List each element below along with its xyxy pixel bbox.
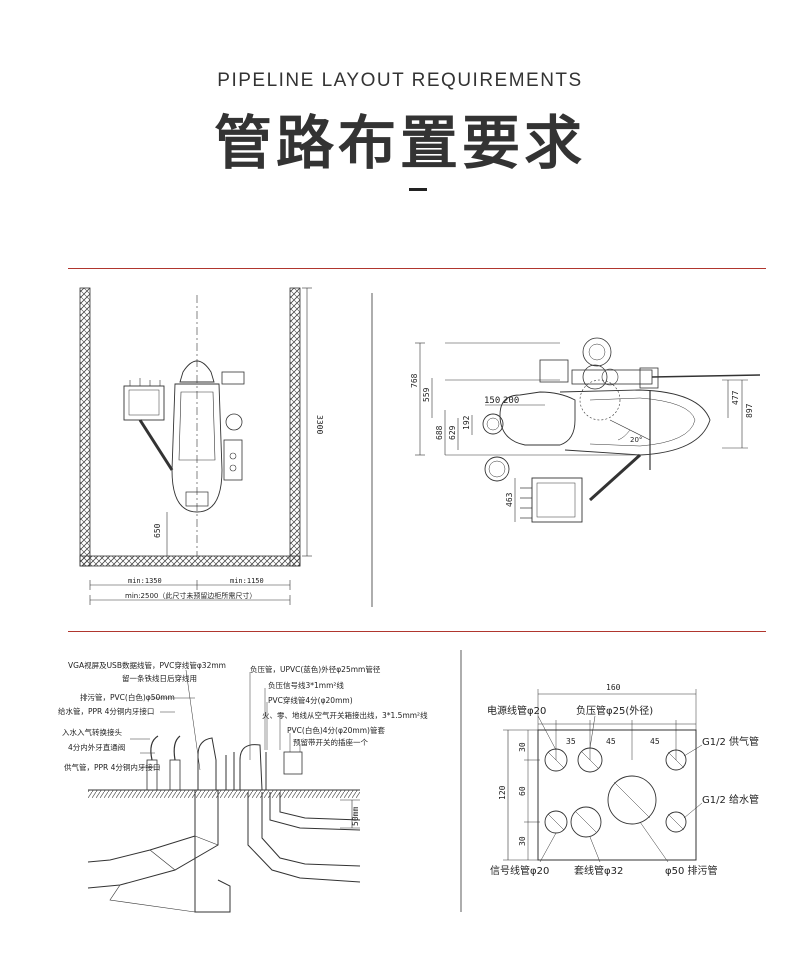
pipe-label-water: 给水管，PPR 4分铜内牙接口 [58, 706, 154, 716]
pipe-label-sleeve: PVC(白色)4分(φ20mm)管套 [287, 725, 385, 735]
pipe-label-vga: VGA视屏及USB数据线管，PVC穿线管φ32mm [68, 660, 226, 670]
box-label-sleeve: 套线管φ32 [574, 864, 623, 877]
room-dim-min-left: min:1350 [128, 577, 162, 585]
pipe-label-drain: 排污管，PVC(白色)φ50mm [80, 692, 175, 702]
box-dim-45b: 45 [650, 737, 660, 746]
box-label-drain: φ50 排污管 [665, 864, 718, 877]
pipe-label-signal: 负压信号线3*1mm²线 [268, 680, 344, 690]
box-dim-160: 160 [606, 683, 621, 692]
box-label-power: 电源线管φ20 [487, 704, 546, 717]
chair-dim-477: 477 [731, 390, 740, 405]
room-dim-3300: 3300 [315, 415, 324, 434]
pipe-dim-50mm: 50mm [351, 807, 360, 826]
chair-plan-drawing [415, 337, 761, 523]
top-divider [68, 268, 766, 269]
box-dim-120: 120 [498, 785, 507, 800]
chair-angle: 20° [630, 436, 642, 444]
title-dash [409, 188, 427, 191]
box-dim-30: 30 [518, 742, 527, 752]
box-label-water: G1/2 给水管 [702, 793, 759, 806]
chair-dim-150: 150 [484, 396, 500, 406]
pipe-section-drawing [87, 669, 361, 913]
box-dim-45a: 45 [606, 737, 616, 746]
pipe-label-power: 火、零、地线从空气开关箱接出线，3*1.5mm²线 [262, 710, 428, 720]
chair-dim-768: 768 [410, 373, 419, 388]
box-dim-30b: 30 [518, 836, 527, 846]
pipe-label-conduit: PVC穿线管4分(φ20mm) [268, 695, 353, 705]
pipe-label-socket: 预留带开关的插座一个 [293, 737, 368, 747]
floor-box-drawing [503, 689, 703, 863]
room-dim-min-right: min:1150 [230, 577, 264, 585]
box-dim-35: 35 [566, 737, 576, 746]
box-label-signal: 信号线管φ20 [490, 864, 549, 877]
pipe-label-vacuum: 负压管，UPVC(蓝色)外径φ25mm管径 [250, 664, 381, 674]
chair-dim-200: 200 [503, 396, 519, 406]
chair-dim-688: 688 [435, 425, 444, 440]
box-dim-60: 60 [518, 786, 527, 796]
room-plan-drawing [79, 287, 312, 605]
chair-dim-463: 463 [505, 492, 514, 507]
chair-dim-192: 192 [462, 415, 471, 430]
room-dim-total: min:2500（此尺寸未预留边柜所需尺寸） [125, 591, 256, 600]
english-title: PIPELINE LAYOUT REQUIREMENTS [217, 70, 583, 91]
chair-dim-629: 629 [448, 425, 457, 440]
room-dim-650: 650 [153, 523, 162, 538]
pipe-label-valve: 4分内外牙直通阀 [68, 742, 125, 752]
pipe-label-air: 供气管，PPR 4分铜内牙接口 [64, 762, 160, 772]
box-label-vacuum: 负压管φ25(外径) [576, 704, 653, 717]
chair-dim-897: 897 [745, 403, 754, 418]
chair-dim-559: 559 [422, 387, 431, 402]
pipe-label-wire: 留一条铁线日后穿线用 [122, 673, 197, 683]
pipe-label-adapter: 入水入气转换接头 [62, 727, 122, 737]
box-label-air: G1/2 供气管 [702, 735, 759, 748]
chinese-title: 管路布置要求 [213, 109, 586, 177]
middle-divider [68, 631, 766, 632]
